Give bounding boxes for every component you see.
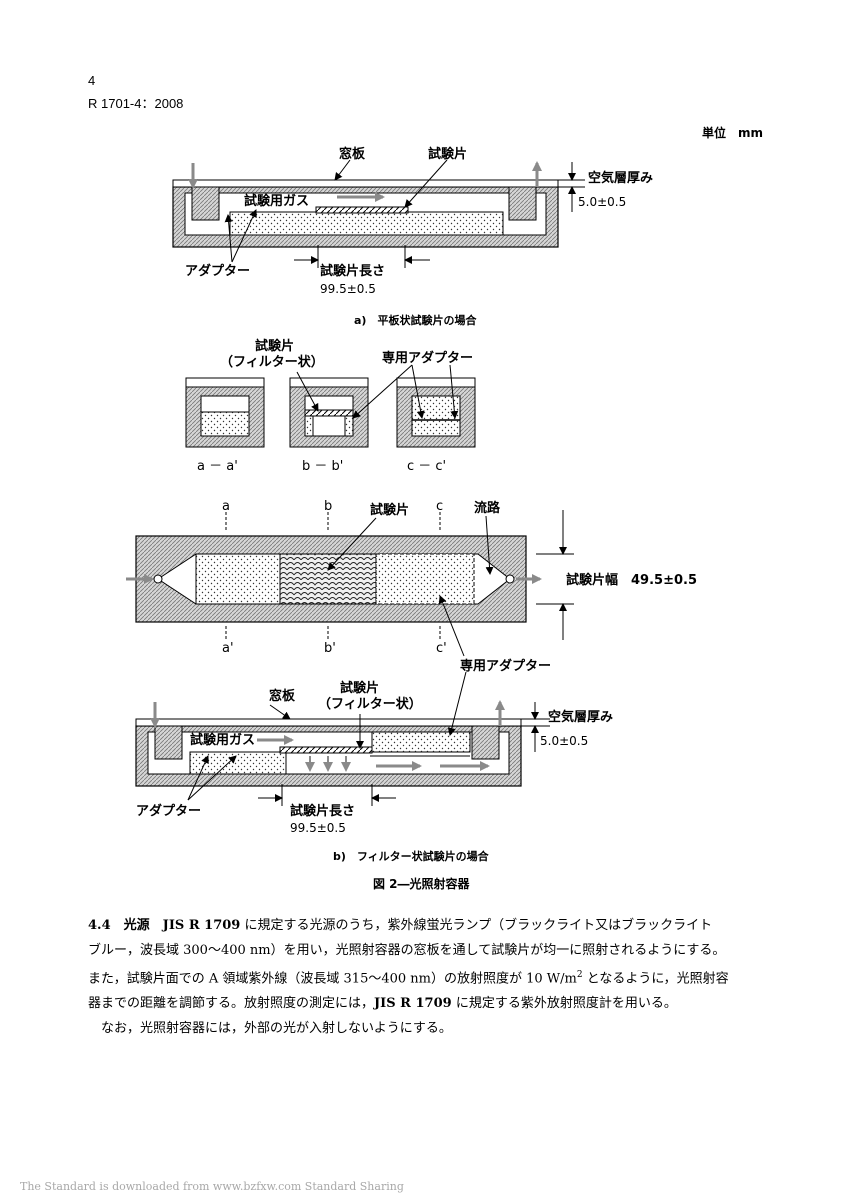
diagram-b-air-layer-label: 空気層厚み (548, 709, 613, 725)
right-baffle (508, 186, 537, 221)
plan-test-piece-label: 試験片 (370, 502, 409, 518)
diagram-b-caption: b) フィルター状試験片の場合 (333, 849, 490, 863)
unit-label: 単位 mm (702, 126, 764, 140)
section-line-3-pre: また，試験片面での A 領域紫外線（波長域 315～400 nm）の放射照度が … (88, 971, 577, 987)
cs-label-b: b － b' (302, 459, 343, 474)
diagram-b-length-value: 99.5±0.5 (290, 821, 346, 835)
section-line-3-sup: 2 (576, 970, 583, 980)
page-number: 4 (88, 73, 96, 88)
section-line-4-post: に規定する紫外放射照度計を用いる。 (451, 996, 677, 1012)
cs-test-piece-filter-label: （フィルター状） (220, 354, 324, 370)
diagram-b-air-value: 5.0±0.5 (540, 734, 588, 748)
cross-section-a (185, 377, 265, 448)
standard-code: R 1701-4：2008 (88, 96, 184, 111)
plan-width-label: 試験片幅 49.5±0.5 (566, 572, 697, 588)
cs-label-c: c － c' (407, 459, 446, 474)
diagram-a-air-layer-label: 空気層厚み (588, 170, 653, 186)
cross-section-c (396, 377, 476, 448)
plan-mark-b: b (324, 499, 332, 514)
section-line-3-post: となるように，光照射容 (582, 971, 729, 987)
section-heading: 光源 (123, 918, 150, 933)
plan-mark-b2: b' (324, 641, 336, 656)
plan-mark-a2: a' (222, 641, 234, 656)
download-footer: The Standard is downloaded from www.bzfx… (20, 1180, 404, 1193)
diagram-a-test-gas-label: 試験用ガス (244, 193, 309, 209)
diagram-a-caption: a) 平板状試験片の場合 (354, 313, 477, 327)
plan-view (126, 510, 574, 657)
figure-2-diagram: 窓板 試験片 試験用ガス 空気層厚み 5.0±0.5 アダプター 試験片長さ 9… (126, 146, 697, 891)
section-line-1-text: に規定する光源のうち，紫外線蛍光ランプ（ブラックライト又はブラックライト (240, 918, 713, 933)
section-line-4: 器までの距離を調節する。放射照度の測定には，JIS R 1709 に規定する紫外… (88, 991, 768, 1016)
section-line-3: また，試験片面での A 領域紫外線（波長域 315～400 nm）の放射照度が … (88, 963, 768, 991)
section-line-5: なお，光照射容器には，外部の光が入射しないようにする。 (101, 1021, 452, 1037)
figure-title: 図 2―光照射容器 (373, 876, 471, 891)
diagram-b-test-piece-label: 試験片 (340, 680, 379, 696)
diagram-b-test-piece-filter-label: （フィルター状） (318, 696, 422, 712)
diagram-a-test-piece-label: 試験片 (428, 146, 467, 162)
window-plate (172, 179, 559, 188)
cs-test-piece-label: 試験片 (255, 338, 294, 354)
plan-dedicated-adapter-label: 専用アダプター (460, 658, 551, 674)
plan-mark-a: a (222, 499, 230, 514)
plan-mark-c: c (436, 499, 443, 514)
plan-mark-c2: c' (436, 641, 447, 656)
section-ref-2: JIS R 1709 (374, 996, 452, 1012)
diagram-a-adapter-label: アダプター (185, 263, 250, 279)
test-piece-flat (315, 206, 409, 214)
diagram-a-length-value: 99.5±0.5 (320, 282, 376, 296)
section-line-2: ブルー，波長域 300～400 nm）を用い，光照射容器の窓板を通して試験片が均… (88, 943, 726, 958)
section-line-1: 4.4 光源 JIS R 1709 に規定する光源のうち，紫外線蛍光ランプ（ブラ… (88, 913, 768, 938)
left-baffle (191, 186, 220, 221)
section-line-4-pre: 器までの距離を調節する。放射照度の測定には， (88, 996, 375, 1012)
diagram-b-test-gas-label: 試験用ガス (190, 732, 255, 748)
diagram-a-air-value: 5.0±0.5 (578, 195, 626, 209)
adapter-block (229, 211, 504, 236)
plan-flow-path-label: 流路 (474, 500, 501, 516)
diagram-a-length-label: 試験片長さ (320, 263, 385, 279)
diagram-b-adapter-label: アダプター (136, 803, 201, 819)
cross-section-b (289, 377, 369, 448)
diagram-a-window-label: 窓板 (339, 146, 366, 162)
section-ref-1: JIS R 1709 (162, 918, 241, 933)
section-number: 4.4 (88, 918, 111, 933)
cs-dedicated-adapter-label: 専用アダプター (382, 350, 473, 366)
diagram-b-length-label: 試験片長さ (290, 803, 355, 819)
diagram-a (172, 159, 585, 268)
cs-label-a: a － a' (197, 459, 238, 474)
section-4-4: 4.4 光源 JIS R 1709 に規定する光源のうち，紫外線蛍光ランプ（ブラ… (88, 913, 768, 1041)
diagram-b (135, 671, 550, 806)
diagram-b-window-label: 窓板 (269, 688, 296, 704)
